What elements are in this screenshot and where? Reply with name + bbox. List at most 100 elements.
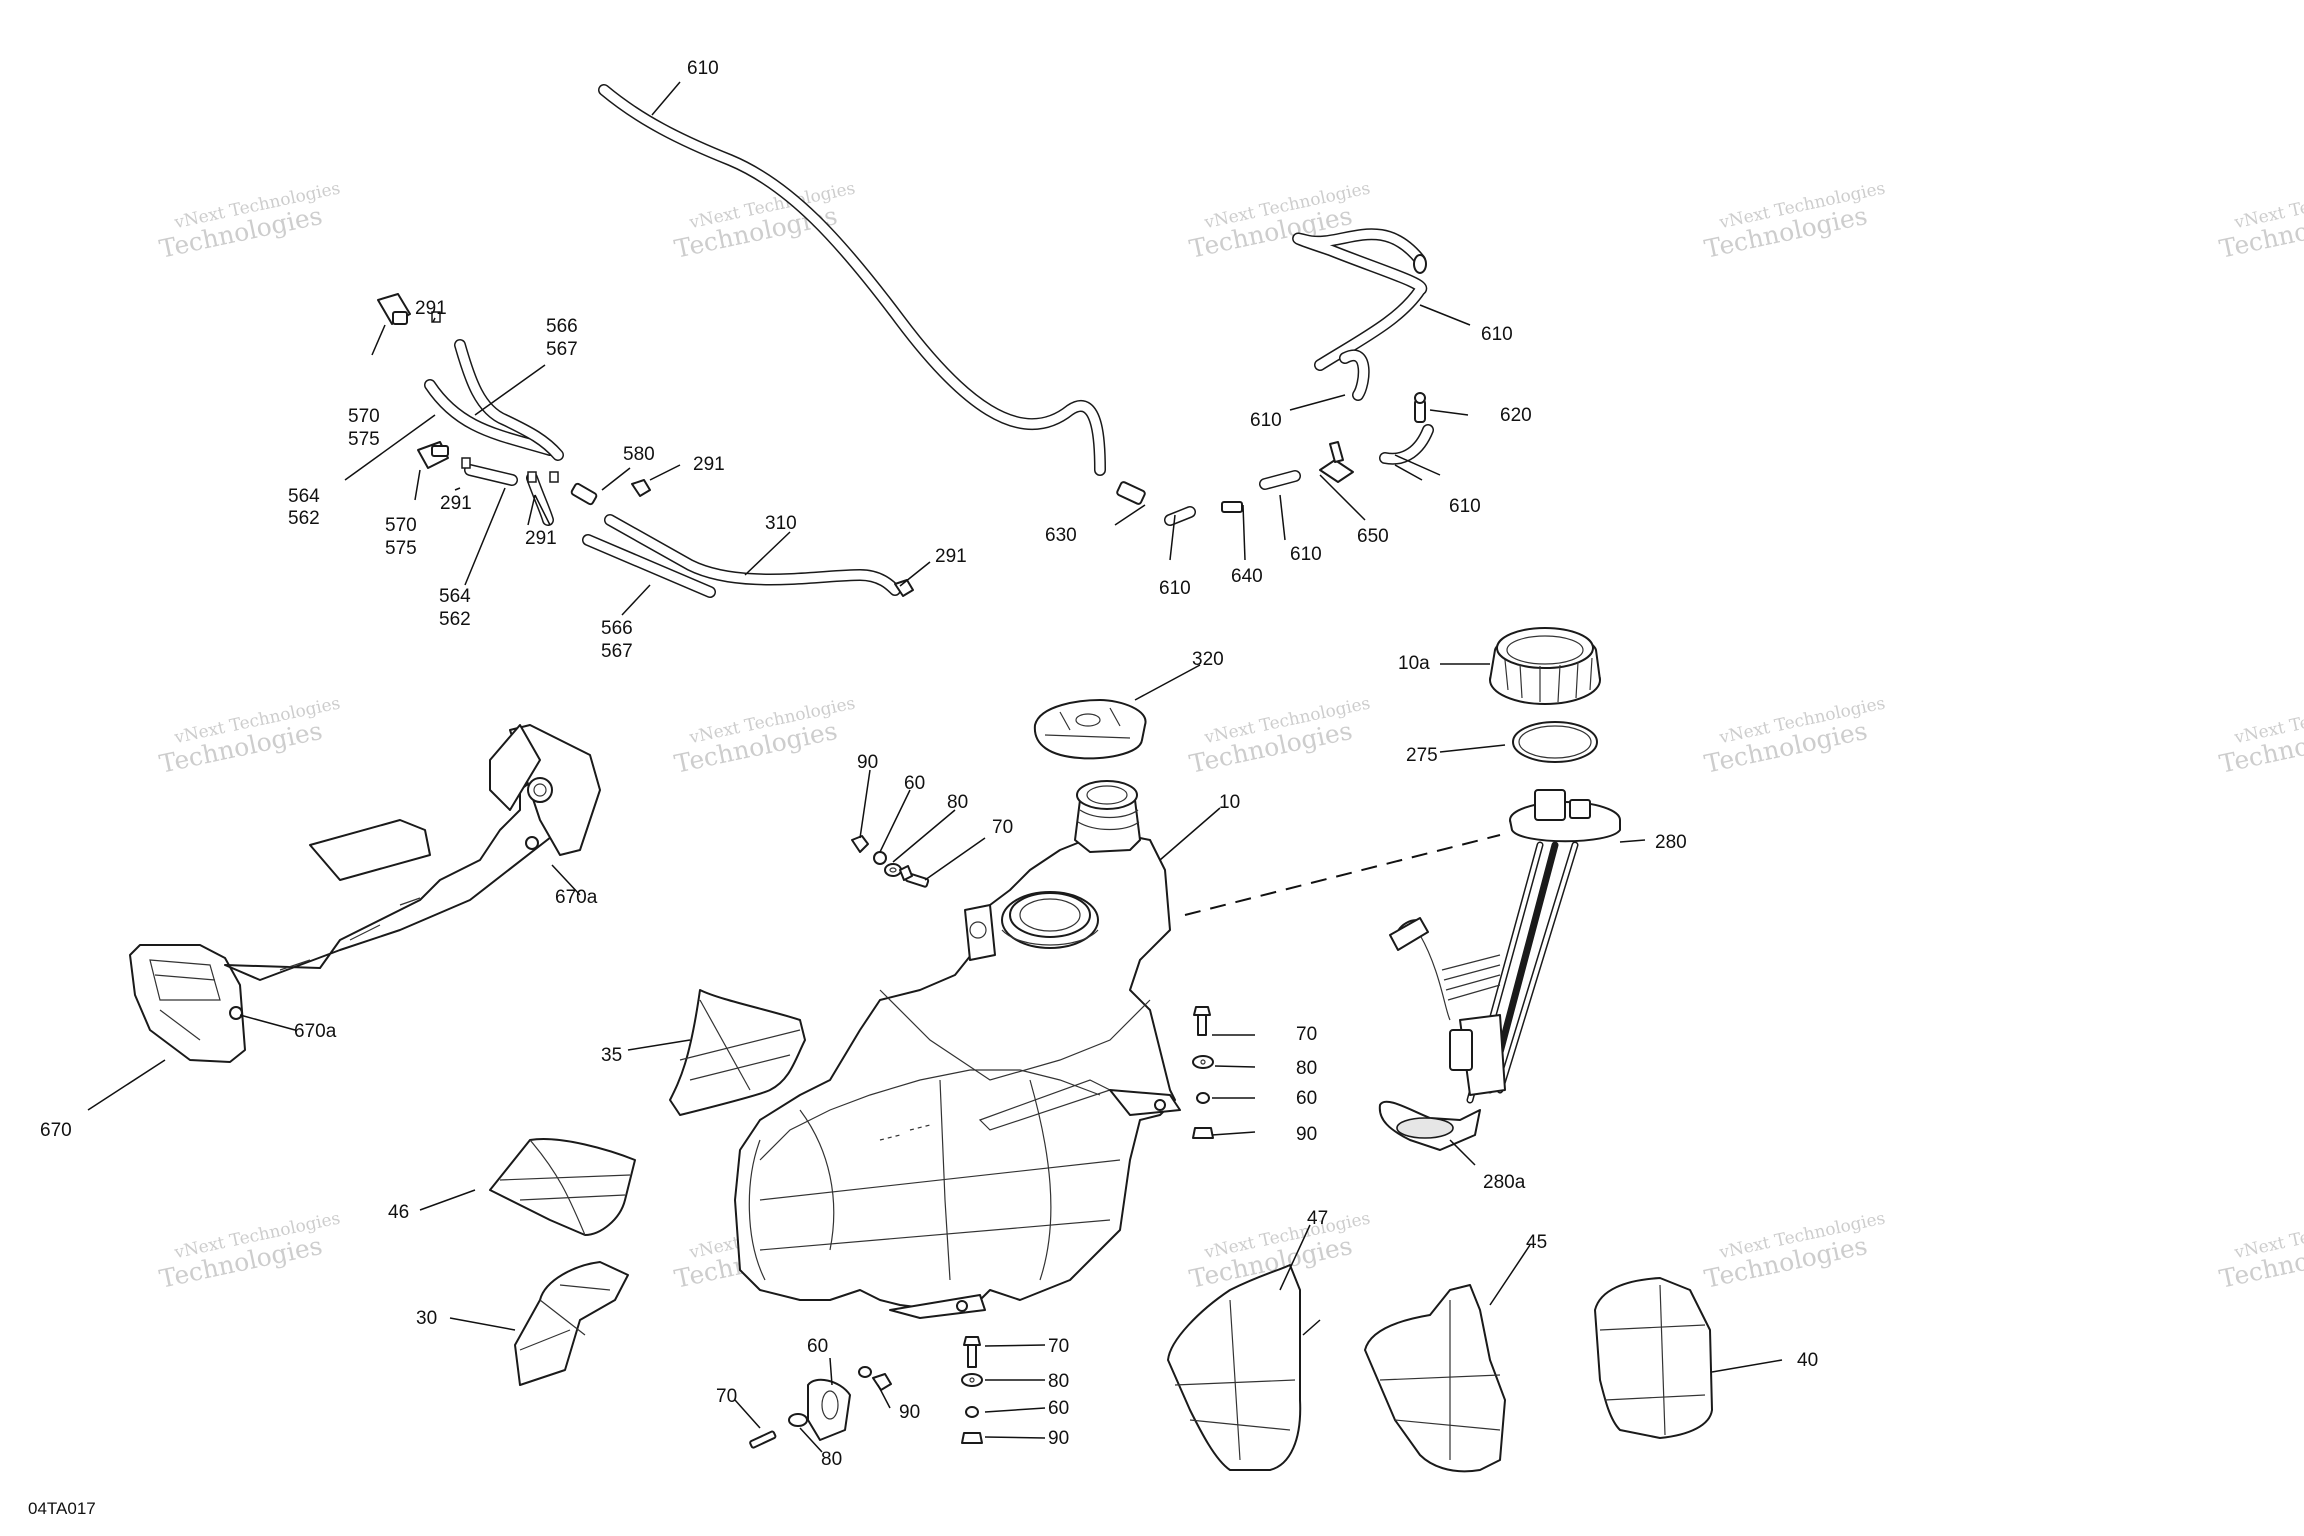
callout-80: 80 [947, 792, 968, 813]
callout-291: 291 [525, 528, 557, 549]
callout-562: 562 [288, 508, 320, 529]
callout-280: 280 [1655, 832, 1687, 853]
callout-567: 567 [601, 641, 633, 662]
callout-80: 80 [1048, 1371, 1069, 1392]
callout-60: 60 [1048, 1398, 1069, 1419]
callout-610: 610 [1481, 324, 1513, 345]
callout-45: 45 [1526, 1232, 1547, 1253]
callout-610: 610 [1449, 496, 1481, 517]
callout-60: 60 [904, 773, 925, 794]
callout-650: 650 [1357, 526, 1389, 547]
vent-hose-610-loop [1292, 228, 1428, 371]
vent-hose-610-small [1164, 349, 1434, 526]
callout-280a: 280a [1483, 1172, 1526, 1193]
shield-45 [1364, 1284, 1506, 1473]
callout-291: 291 [693, 454, 725, 475]
fuel-pump-280 [1389, 789, 1621, 1104]
pump-strainer-280a [1378, 1100, 1481, 1151]
hardware-upper-left [851, 835, 930, 888]
hose-566-567-lower [582, 534, 716, 598]
shield-40 [1594, 1277, 1713, 1439]
callout-310: 310 [765, 513, 797, 534]
callout-30: 30 [416, 1308, 437, 1329]
callout-80: 80 [1296, 1058, 1317, 1079]
callout-564: 564 [288, 486, 320, 507]
callout-291: 291 [440, 493, 472, 514]
vent-hose-610-long [598, 84, 1106, 476]
callout-60: 60 [1296, 1088, 1317, 1109]
callout-275: 275 [1406, 745, 1438, 766]
callout-566: 566 [601, 618, 633, 639]
callout-670a: 670a [555, 887, 598, 908]
callout-610: 610 [1159, 578, 1191, 599]
callout-320: 320 [1192, 649, 1224, 670]
drawing-reference: 04TA017 [28, 1499, 96, 1518]
hose-310 [604, 514, 901, 596]
lock-ring-10a [1489, 627, 1601, 705]
filler-cap-320 [1033, 699, 1147, 760]
callout-35: 35 [601, 1045, 622, 1066]
callout-80: 80 [821, 1449, 842, 1470]
hardware-right [1192, 1006, 1214, 1139]
callout-90: 90 [857, 752, 878, 773]
callout-291: 291 [935, 546, 967, 567]
shield-30 [514, 1261, 629, 1386]
callout-60: 60 [807, 1336, 828, 1357]
fuel-hoses-564-566 [424, 339, 564, 526]
callout-575: 575 [385, 538, 417, 559]
fuel-tank-10 [734, 780, 1181, 1319]
callout-90: 90 [1296, 1124, 1317, 1145]
callout-670: 670 [40, 1120, 72, 1141]
shield-35 [669, 989, 806, 1116]
callout-566: 566 [546, 316, 578, 337]
callout-10: 10 [1219, 792, 1240, 813]
callout-291: 291 [415, 298, 447, 319]
callout-90: 90 [899, 1402, 920, 1423]
callout-580: 580 [623, 444, 655, 465]
callout-620: 620 [1500, 405, 1532, 426]
vent-fittings [1116, 392, 1426, 513]
callout-567: 567 [546, 339, 578, 360]
callout-10a: 10a [1398, 653, 1430, 674]
callout-570: 570 [348, 406, 380, 427]
bracket-670 [129, 724, 601, 1063]
callout-570: 570 [385, 515, 417, 536]
callout-47: 47 [1307, 1208, 1328, 1229]
callout-630: 630 [1045, 525, 1077, 546]
hardware-bottom [749, 1336, 983, 1449]
callout-90: 90 [1048, 1428, 1069, 1449]
callout-610: 610 [1250, 410, 1282, 431]
callout-562: 562 [439, 609, 471, 630]
seal-275 [1512, 721, 1598, 763]
callout-labels: 610 291 566 567 570 575 564 562 580 291 … [40, 58, 1818, 1470]
callout-70: 70 [1296, 1024, 1317, 1045]
callout-70: 70 [1048, 1336, 1069, 1357]
callout-70: 70 [992, 817, 1013, 838]
callout-670a: 670a [294, 1021, 337, 1042]
callout-564: 564 [439, 586, 471, 607]
callout-46: 46 [388, 1202, 409, 1223]
leader-lines [87, 81, 1783, 1453]
assembly-dashed-line [1184, 834, 1501, 916]
callout-640: 640 [1231, 566, 1263, 587]
callout-575: 575 [348, 429, 380, 450]
fittings-570-580 [377, 293, 914, 597]
callout-70: 70 [716, 1386, 737, 1407]
shield-46 [489, 1138, 636, 1236]
shield-47 [1167, 1264, 1302, 1471]
callout-610: 610 [1290, 544, 1322, 565]
